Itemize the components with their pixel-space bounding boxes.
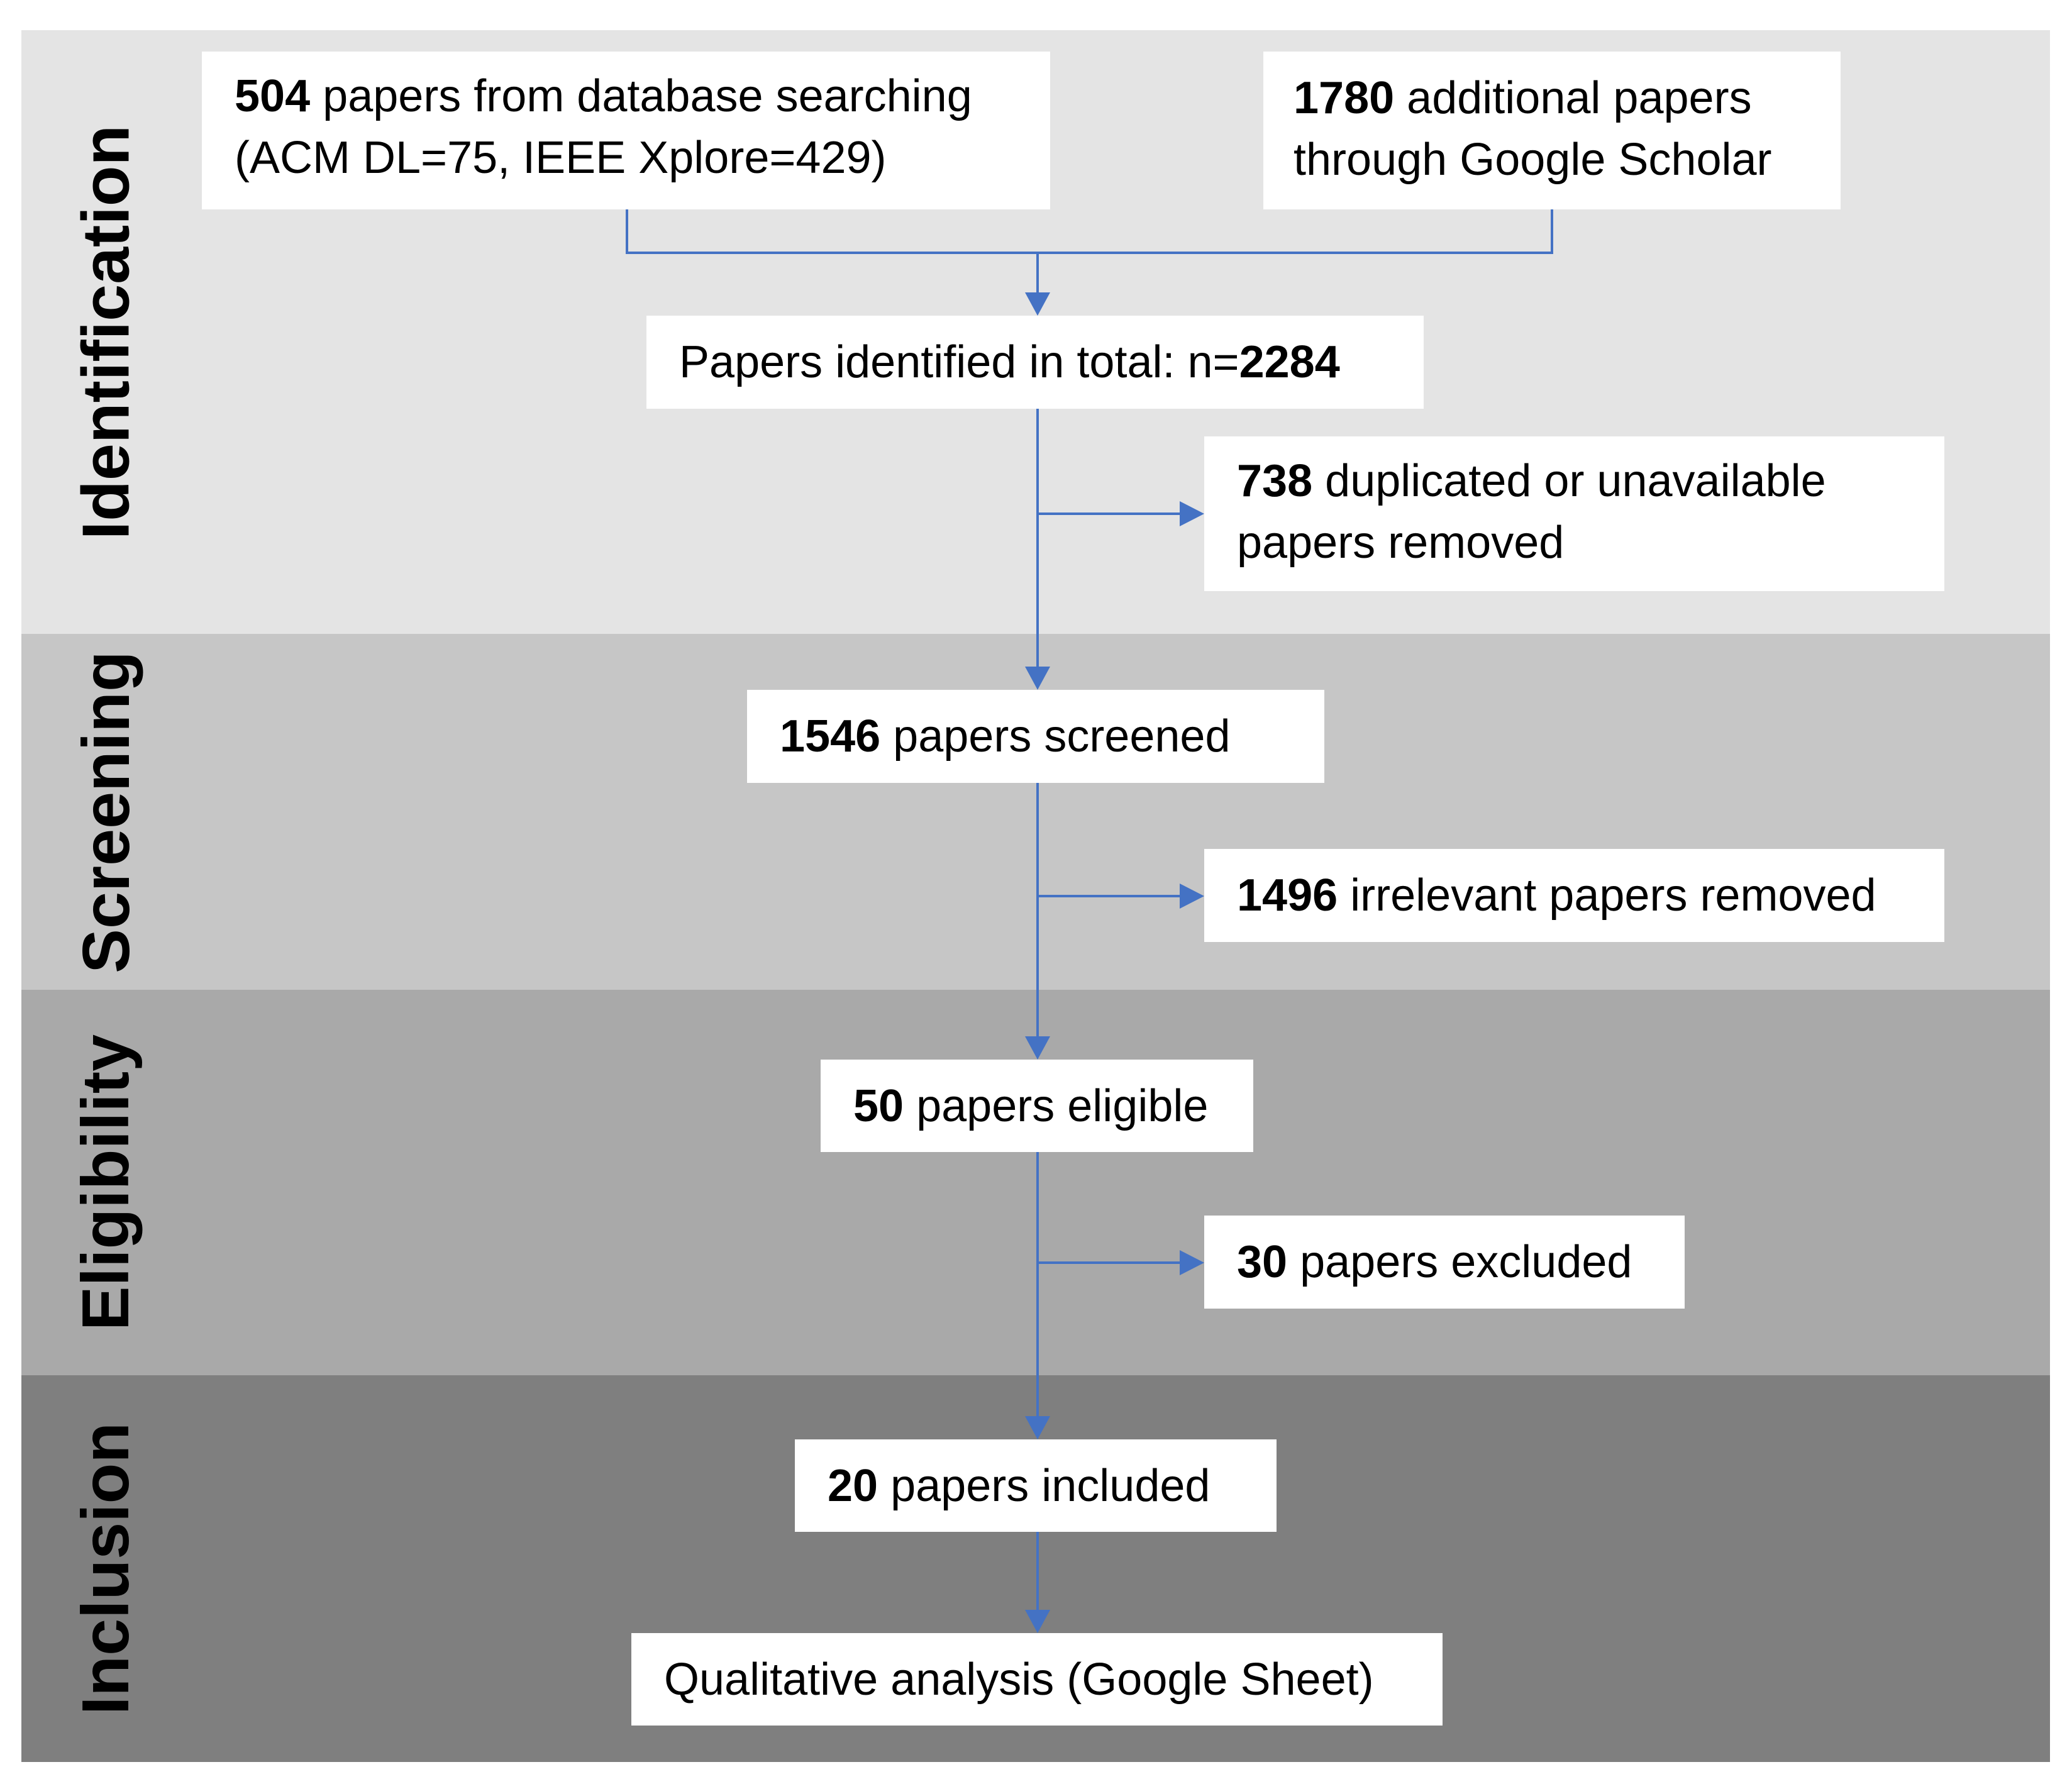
identified-total-box: Papers identified in total: n=2284: [646, 316, 1424, 409]
database-search-line1: 504 papers from database searching: [235, 65, 1050, 127]
arrowhead-included: [1025, 1416, 1050, 1439]
scholar-line2: through Google Scholar: [1294, 135, 1772, 185]
duplicates-count: 738: [1237, 456, 1313, 506]
merge-connector: [626, 209, 1553, 254]
eligible-text: papers eligible: [904, 1081, 1209, 1131]
eligible-count: 50: [853, 1081, 904, 1131]
duplicates-text: duplicated or unavailable: [1312, 456, 1826, 506]
arrowhead-screened: [1025, 667, 1050, 690]
arrowhead-qualitative: [1025, 1610, 1050, 1633]
google-scholar-box: 1780 additional papers through Google Sc…: [1263, 52, 1841, 209]
identified-text: Papers identified in total: n=: [679, 337, 1239, 387]
scholar-line1: 1780 additional papers: [1294, 67, 1841, 129]
arrowhead-excluded: [1180, 1250, 1204, 1275]
irrelevant-count: 1496: [1237, 870, 1338, 921]
screened-box: 1546 papers screened: [747, 690, 1324, 783]
duplicates-line2: papers removed: [1237, 518, 1565, 568]
included-box: 20 papers included: [795, 1439, 1277, 1532]
arrowhead-identified: [1025, 292, 1050, 316]
screened-count: 1546: [780, 711, 881, 762]
arrowhead-eligible: [1025, 1036, 1050, 1060]
qualitative-analysis-box: Qualitative analysis (Google Sheet): [631, 1633, 1443, 1726]
included-text: papers included: [878, 1461, 1211, 1511]
database-search-box: 504 papers from database searching (ACM …: [202, 52, 1050, 209]
duplicates-removed-box: 738 duplicated or unavailable papers rem…: [1204, 436, 1944, 591]
included-count: 20: [828, 1461, 878, 1511]
excluded-text: papers excluded: [1287, 1237, 1632, 1287]
irrelevant-removed-box: 1496 irrelevant papers removed: [1204, 849, 1944, 942]
database-count: 504: [235, 71, 311, 121]
duplicates-line1: 738 duplicated or unavailable: [1237, 450, 1944, 512]
qualitative-text: Qualitative analysis (Google Sheet): [664, 1654, 1374, 1705]
database-search-line2: (ACM DL=75, IEEE Xplore=429): [235, 133, 887, 183]
identified-count: 2284: [1239, 337, 1340, 387]
scholar-count: 1780: [1294, 73, 1395, 123]
scholar-text: additional papers: [1394, 73, 1752, 123]
excluded-count: 30: [1237, 1237, 1288, 1287]
eligible-box: 50 papers eligible: [821, 1060, 1253, 1152]
screened-text: papers screened: [880, 711, 1231, 762]
excluded-box: 30 papers excluded: [1204, 1216, 1685, 1309]
arrowhead-duplicates: [1180, 501, 1204, 526]
database-text: papers from database searching: [310, 71, 972, 121]
arrowhead-irrelevant: [1180, 884, 1204, 909]
irrelevant-text: irrelevant papers removed: [1338, 870, 1876, 921]
